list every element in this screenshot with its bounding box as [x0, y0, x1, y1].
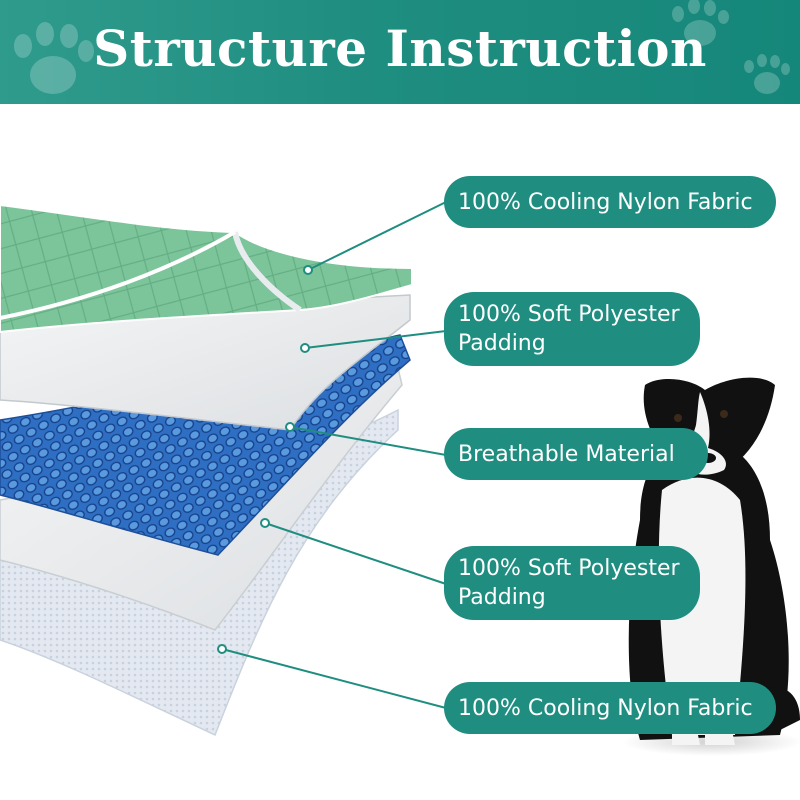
layer-label-1: 100% Cooling Nylon Fabric: [444, 176, 776, 228]
paw-print-icon: [670, 0, 730, 50]
leader-line-1: [307, 201, 447, 271]
layer-label-3-text: Breathable Material: [458, 441, 675, 467]
leader-line-5: [221, 648, 447, 709]
paw-print-icon: [8, 20, 98, 100]
layer-label-5: 100% Cooling Nylon Fabric: [444, 682, 776, 734]
leader-line-3: [289, 426, 447, 456]
layer-top-fabric: [0, 203, 413, 334]
page-title: Structure Instruction: [93, 19, 707, 78]
layer-label-4: 100% Soft Polyester Padding: [444, 546, 700, 620]
paw-print-icon: [742, 54, 792, 98]
layer-label-2-text: 100% Soft Polyester Padding: [458, 302, 680, 356]
layered-pad-illustration: [0, 201, 800, 756]
layer-label-2: 100% Soft Polyester Padding: [444, 292, 700, 366]
layer-label-1-text: 100% Cooling Nylon Fabric: [458, 189, 753, 215]
layer-label-3: Breathable Material: [444, 428, 708, 480]
layer-label-5-text: 100% Cooling Nylon Fabric: [458, 695, 753, 721]
dog-chest: [658, 477, 746, 735]
leader-line-4: [264, 522, 447, 585]
header-banner: Structure Instruction: [0, 0, 800, 104]
leader-line-2: [304, 330, 447, 349]
layer-label-4-text: 100% Soft Polyester Padding: [458, 556, 680, 610]
